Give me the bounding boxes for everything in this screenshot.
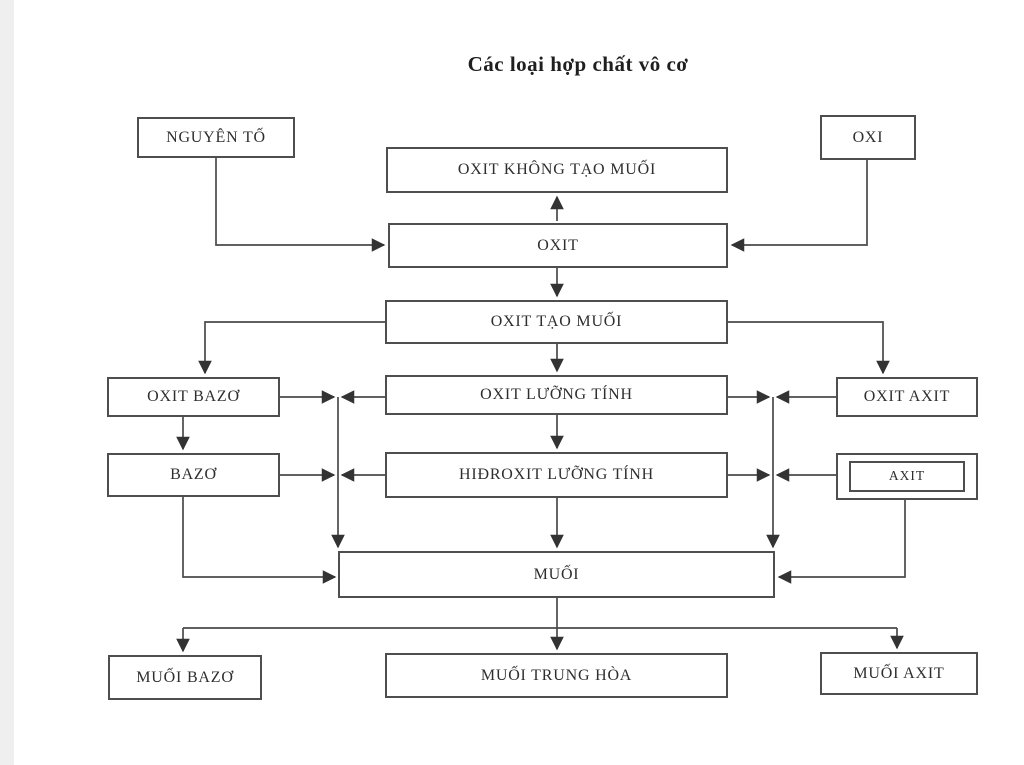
node-muoi-trung-hoa: MUỐI TRUNG HÒA [385,653,728,698]
node-axit-label: AXIT [888,468,926,484]
edge-bazo-muoi [182,497,337,584]
node-oxit-bazo: OXIT BAZƠ [107,377,280,417]
node-oxit-khong-tao-muoi: OXIT KHÔNG TẠO MUỐI [386,147,728,193]
node-hidroxit-luong-tinh: HIĐROXIT LƯỠNG TÍNH [385,452,728,498]
node-muoi-bazo: MUỐI BAZƠ [108,655,262,700]
node-oxit-axit: OXIT AXIT [836,377,978,417]
node-oxit-label: OXIT [537,236,579,254]
node-oxit-luong-tinh: OXIT LƯỠNG TÍNH [385,375,728,415]
node-oxit-tao-muoi: OXIT TẠO MUỐI [385,300,728,344]
node-muoi-label: MUỐI [533,565,580,583]
node-muoi: MUỐI [338,551,775,598]
node-axit-inner-box: AXIT [849,461,965,492]
edge-nguyento-oxit [215,158,386,252]
node-oxit-khong-tao-muoi-label: OXIT KHÔNG TẠO MUỐI [457,161,657,179]
node-nguyen-to: NGUYÊN TỐ [137,117,295,158]
node-oxit: OXIT [388,223,728,268]
node-muoi-axit-label: MUỐI AXIT [853,664,945,682]
diagram-title: Các loại hợp chất vô cơ [467,52,689,76]
node-muoi-trung-hoa-label: MUỐI TRUNG HÒA [480,666,633,684]
node-muoi-bazo-label: MUỐI BAZƠ [136,668,234,686]
node-hidroxit-luong-tinh-label: HIĐROXIT LƯỠNG TÍNH [458,466,654,484]
node-oxi-label: OXI [852,128,884,146]
node-bazo-label: BAZƠ [170,466,217,484]
node-oxit-bazo-label: OXIT BAZƠ [147,388,240,406]
scan-edge-strip [0,0,14,765]
node-bazo: BAZƠ [107,453,280,497]
node-oxit-luong-tinh-label: OXIT LƯỠNG TÍNH [480,386,633,404]
edge-oxittaomuoi-oxitbazo [198,321,385,375]
node-oxi: OXI [820,115,916,160]
edge-axit-muoi [777,500,906,584]
node-muoi-axit: MUỐI AXIT [820,652,978,695]
node-oxit-axit-label: OXIT AXIT [863,388,951,406]
node-axit: AXIT [836,453,978,500]
edge-oxittaomuoi-oxitaxit [728,321,890,375]
node-oxit-tao-muoi-label: OXIT TẠO MUỐI [490,313,623,331]
node-nguyen-to-label: NGUYÊN TỐ [166,128,266,146]
edge-oxi-oxit [730,160,868,252]
